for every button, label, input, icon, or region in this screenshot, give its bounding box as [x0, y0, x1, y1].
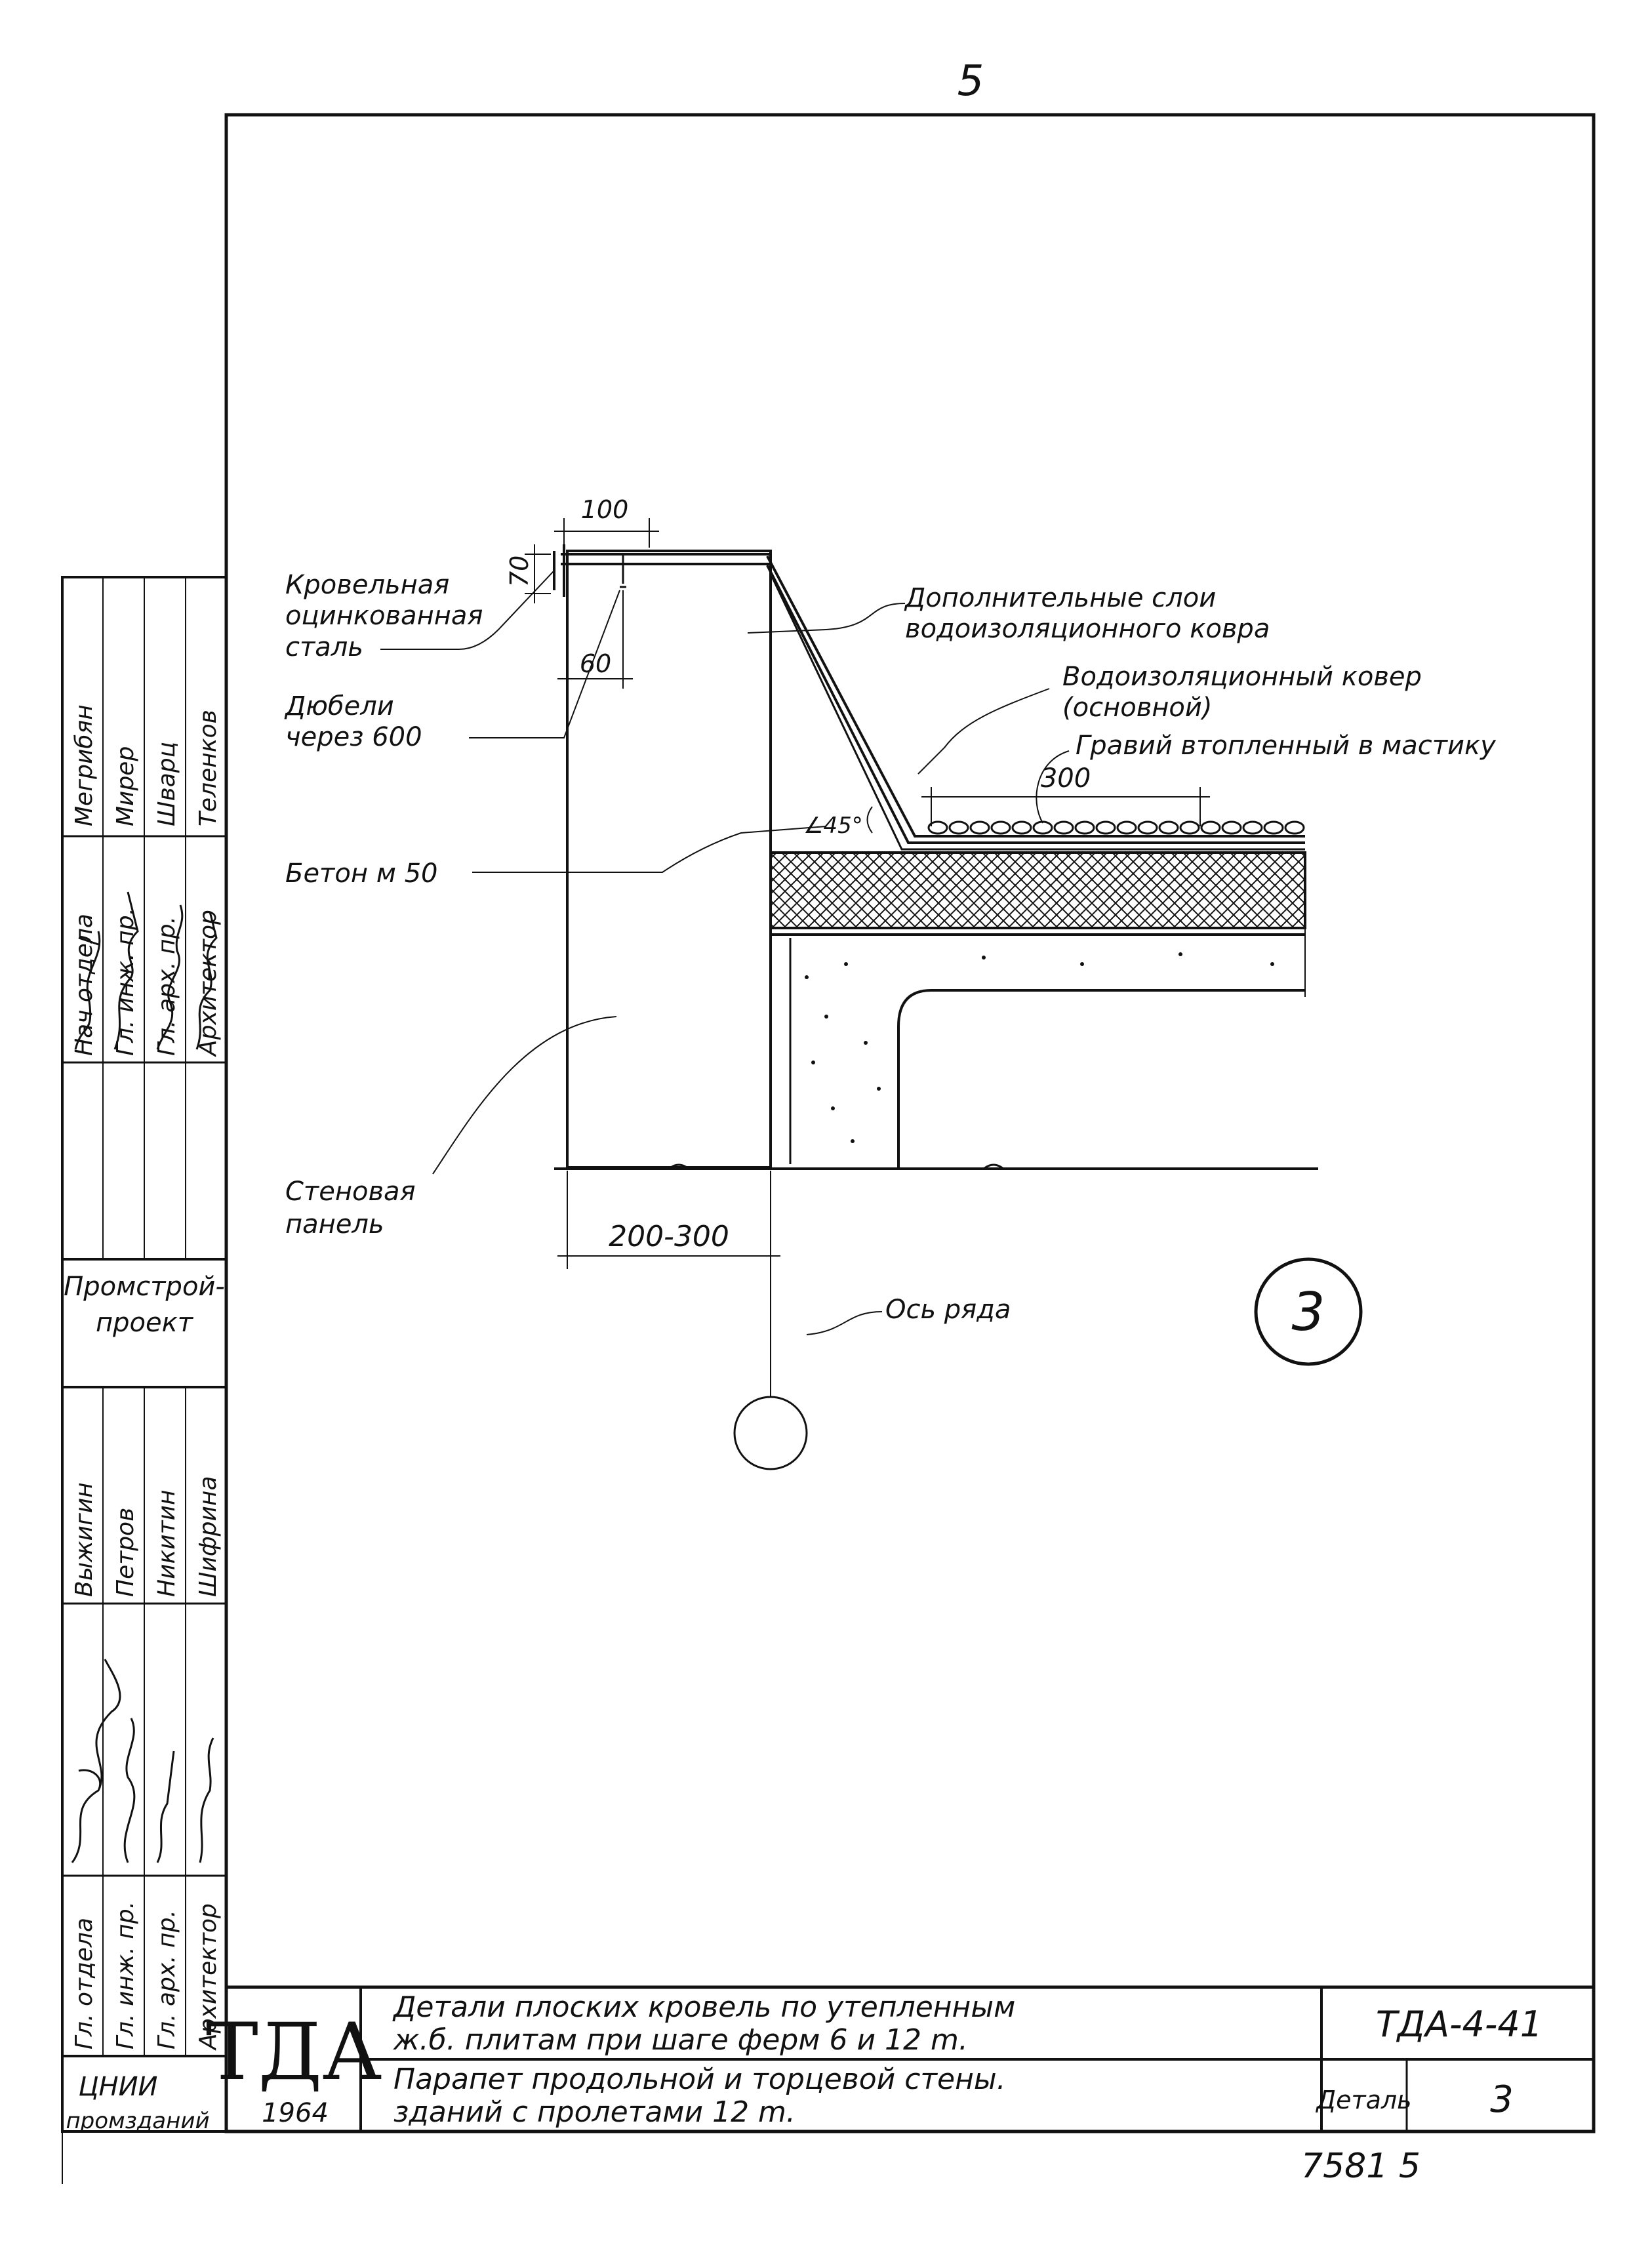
label-main-carpet-1: Водоизоляционный ковер: [1062, 662, 1422, 692]
top-name-2: Мирер: [112, 746, 139, 826]
label-extra-layers-2: водоизоляционного ковра: [905, 614, 1270, 644]
label-wall-panel-2: панель: [285, 1209, 384, 1240]
bottom-role-1: Гл. отдела: [71, 1918, 98, 2050]
label-roof-steel-2: оцинкованная: [285, 601, 483, 631]
title-code: ТДА-4-41: [1376, 2004, 1542, 2045]
page-number: 5: [957, 57, 984, 106]
detail-number: 3: [1490, 2078, 1514, 2121]
bottom-org-line1: ЦНИИ: [79, 2072, 158, 2102]
bottom-role-4: Архитектор: [195, 1903, 222, 2051]
dim-300: 300: [1041, 763, 1091, 794]
axis-circle: [733, 1396, 808, 1470]
bottom-name-3: Никитин: [153, 1489, 180, 1597]
bottom-role-2: Гл. инж. пр.: [112, 1901, 139, 2050]
label-axis: Ось ряда: [885, 1295, 1011, 1325]
top-name-4: Теленков: [195, 710, 222, 826]
bottom-role-3: Гл. арх. пр.: [153, 1910, 180, 2050]
label-extra-layers-1: Дополнительные слои: [904, 583, 1216, 613]
label-main-carpet-2: (основной): [1062, 693, 1213, 723]
label-dowels-2: через 600: [285, 722, 422, 752]
parapet-drawing: [553, 544, 1318, 1170]
drawing-labels: Кровельная оцинкованная сталь Дюбели чер…: [284, 570, 1497, 1335]
detail-marker-circle: [1254, 1257, 1363, 1366]
label-roof-steel-3: сталь: [285, 632, 363, 662]
main-frame: [224, 113, 1596, 2133]
bottom-org-line2: промзданий: [66, 2108, 209, 2134]
bottom-signatures: [71, 1659, 214, 1863]
top-org-line1: Промстрой-: [64, 1272, 225, 1302]
top-name-1: Мегрибян: [71, 704, 98, 826]
detail-marker-number: 3: [1292, 1282, 1325, 1343]
label-gravel: Гравий втопленный в мастику: [1076, 731, 1497, 761]
approvals-top-table: Нач отдела Гл. инж. пр. Гл. арх. пр. Арх…: [62, 577, 226, 1338]
dim-100: 100: [581, 495, 629, 524]
dowel: [620, 554, 626, 588]
label-dowels-1: Дюбели: [284, 691, 394, 721]
subtitle-line1: Парапет продольной и торцевой стены.: [393, 2063, 1006, 2096]
top-org-line2: проект: [96, 1308, 194, 1338]
top-role-3: Гл. арх. пр.: [153, 916, 180, 1056]
subtitle-line2: зданий с пролетами 12 m.: [393, 2095, 796, 2129]
label-concrete: Бетон м 50: [285, 858, 437, 889]
bottom-name-1: Выжигин: [71, 1482, 98, 1597]
extra-waterproof-layers: [766, 555, 1305, 838]
title-line2: ж.б. плитам при шаге ферм 6 и 12 m.: [393, 2023, 968, 2057]
top-role-1: Нач отдела: [71, 914, 98, 1056]
title-line1: Детали плоских кровель по утепленным: [392, 1990, 1015, 2024]
gravel-layer: [927, 820, 1305, 835]
concrete-dots: [805, 952, 1274, 1143]
approvals-bottom-table: Гл. отдела Гл. инж. пр. Гл. арх. пр. Арх…: [62, 1386, 226, 2134]
roof-steel-cap: [561, 553, 771, 565]
footer-number: 7581 5: [1301, 2147, 1420, 2186]
top-role-2: Гл. инж. пр.: [112, 908, 139, 1056]
dim-wall-width: 200-300: [609, 1220, 729, 1253]
bottom-name-2: Петров: [112, 1508, 139, 1597]
title-logo: ТДА: [206, 2007, 382, 2098]
label-wall-panel-1: Стеновая: [285, 1177, 416, 1207]
top-signatures: [74, 891, 218, 1050]
wall-panel: [566, 550, 772, 1169]
insulation-layer: [769, 851, 1306, 929]
title-year: 1964: [262, 2098, 329, 2128]
dim-angle: ∠45°: [803, 813, 863, 839]
detail-label: Деталь: [1315, 2086, 1411, 2114]
top-name-3: Шварц: [153, 742, 180, 826]
dimensions: 100 70 60 300 ∠45° 200-300: [505, 495, 1210, 1470]
top-role-4: Архитектор: [195, 910, 222, 1057]
bottom-name-4: Шифрина: [195, 1476, 222, 1597]
label-roof-steel-1: Кровельная: [285, 570, 449, 600]
slab-rib: [897, 989, 1305, 1167]
dim-70: 70: [505, 555, 534, 587]
title-block: ТДА 1964 Детали плоских кровель по утепл…: [206, 1985, 1596, 2133]
